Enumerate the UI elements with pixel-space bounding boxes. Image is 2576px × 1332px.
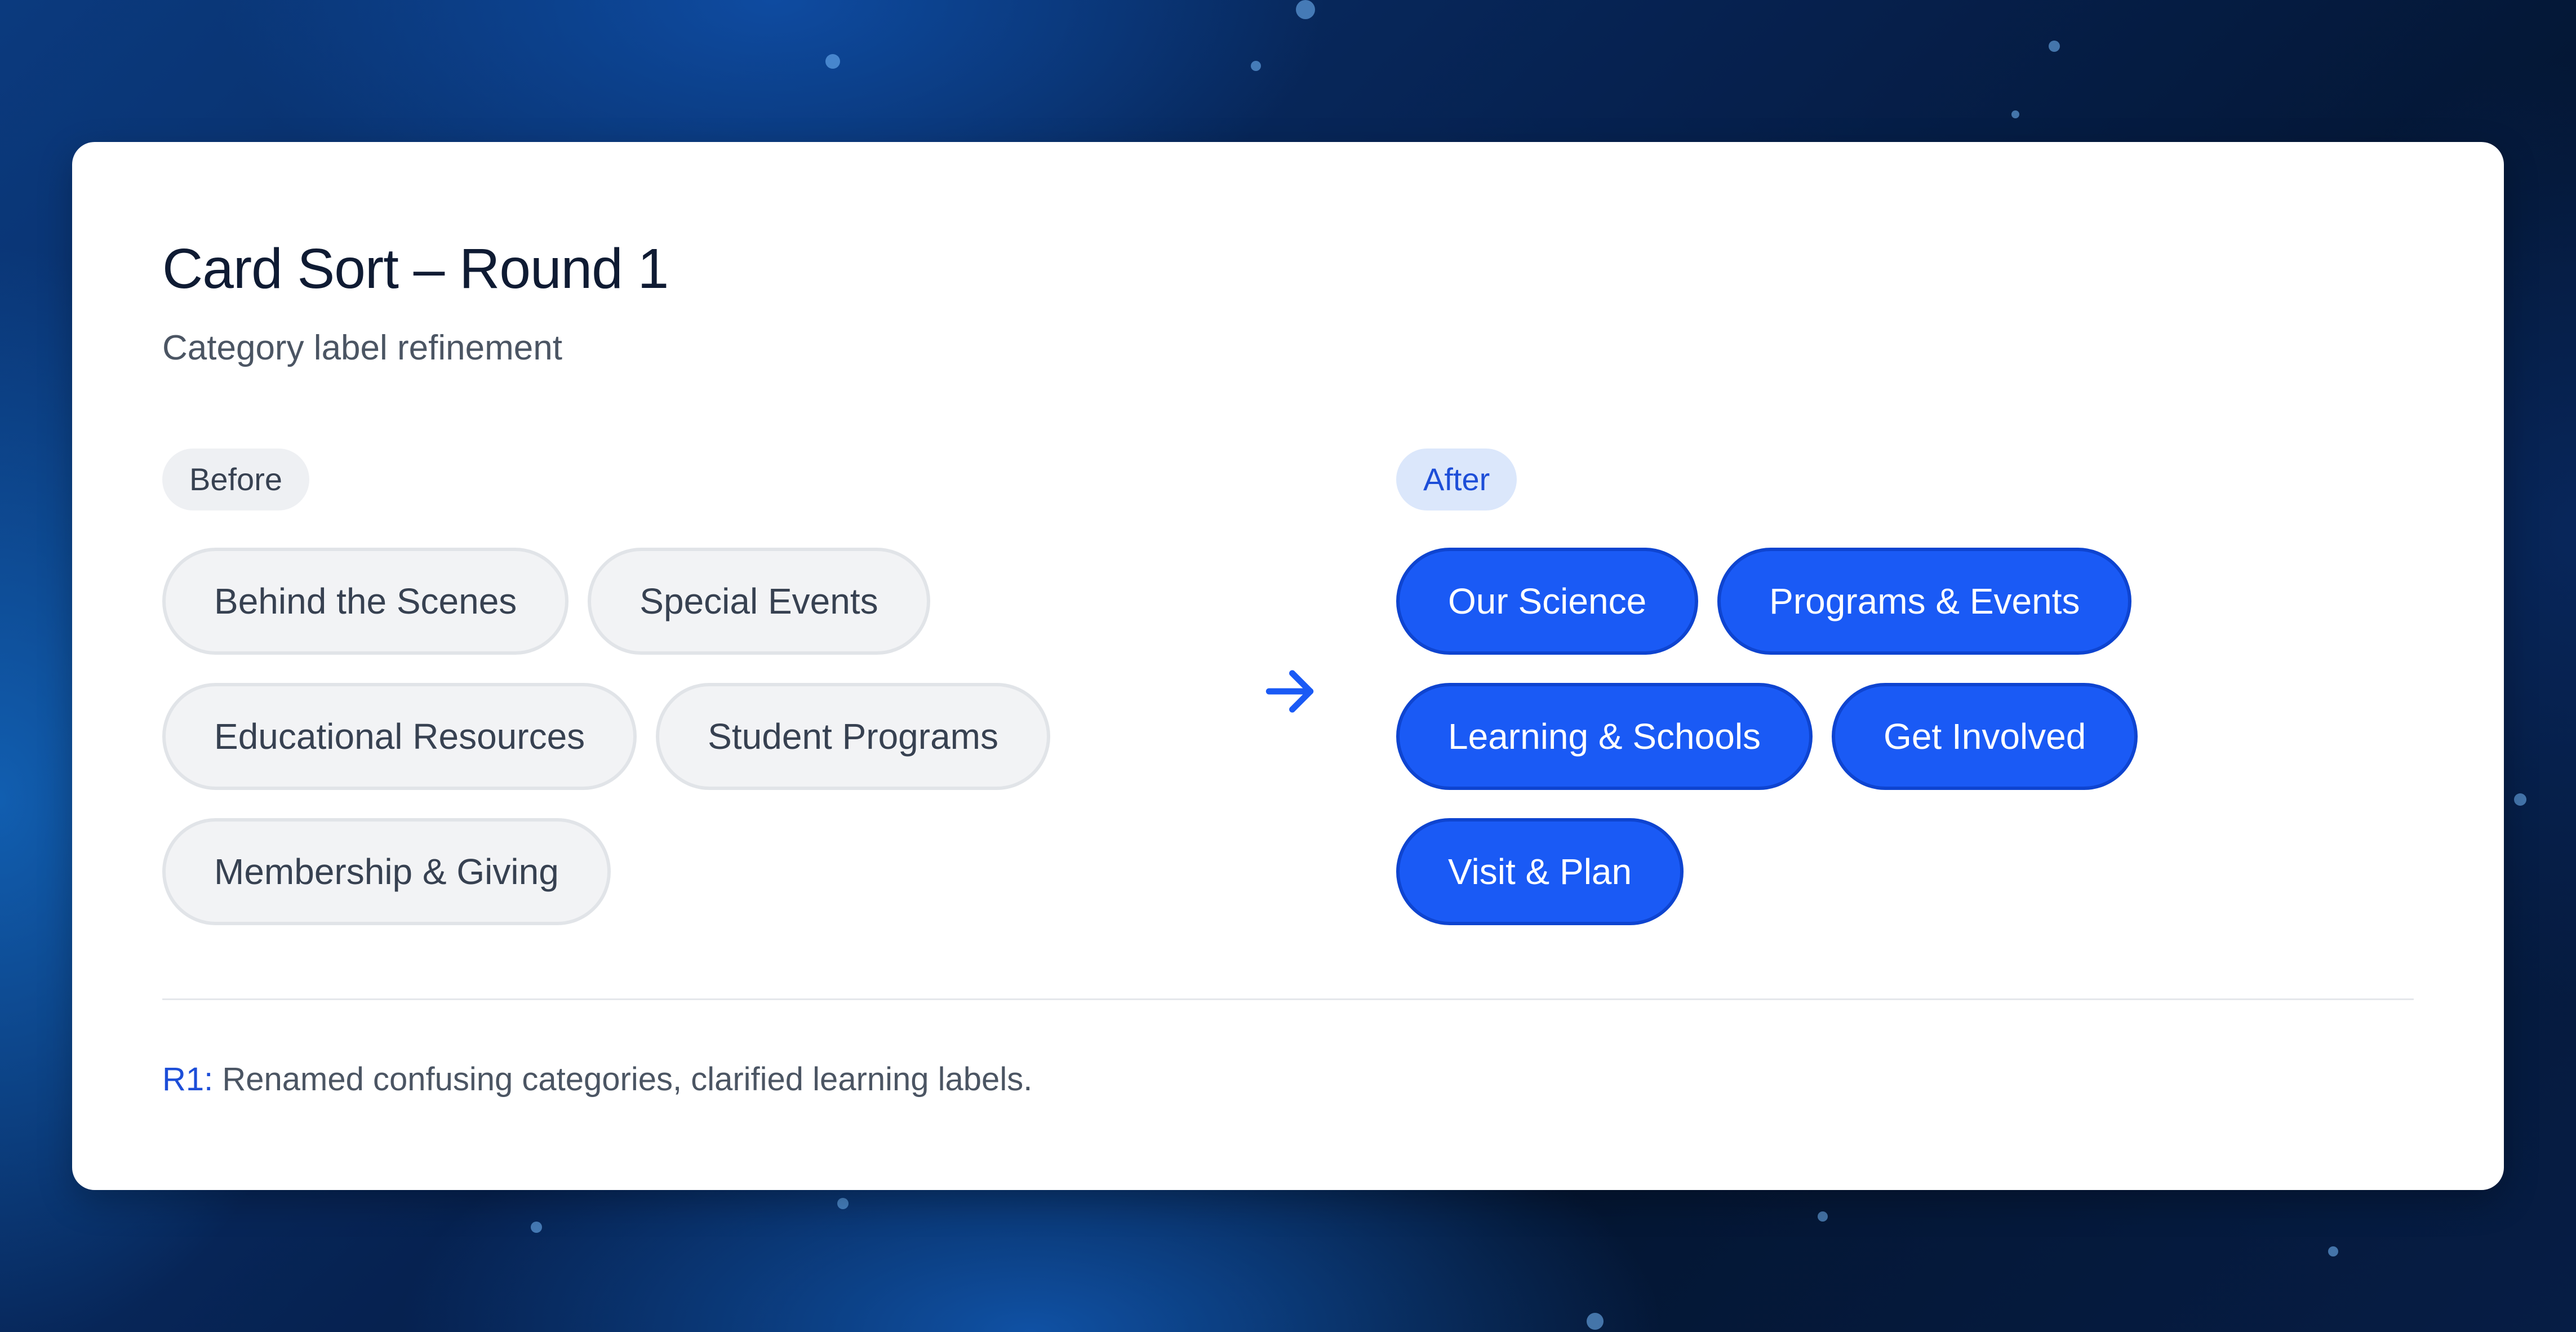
background-particle bbox=[837, 1198, 849, 1209]
after-category-pill[interactable]: Our Science bbox=[1396, 548, 1699, 655]
after-category-pill[interactable]: Get Involved bbox=[1832, 683, 2138, 790]
before-label-badge: Before bbox=[162, 449, 309, 510]
background-particle bbox=[2328, 1246, 2338, 1256]
section-divider bbox=[162, 998, 2414, 1000]
pill-row: Educational Resources Student Programs bbox=[162, 683, 1050, 790]
pill-row: Behind the Scenes Special Events bbox=[162, 548, 1050, 655]
background-particle bbox=[1296, 0, 1315, 19]
after-category-pill[interactable]: Programs & Events bbox=[1717, 548, 2132, 655]
background-particle bbox=[2049, 41, 2060, 52]
pill-row: Learning & Schools Get Involved bbox=[1396, 683, 2138, 790]
round-note-text: Renamed confusing categories, clarified … bbox=[213, 1061, 1033, 1098]
after-categories: Our Science Programs & Events Learning &… bbox=[1396, 548, 2138, 953]
round-tag: R1: bbox=[162, 1061, 214, 1098]
background-particle bbox=[1818, 1211, 1828, 1222]
after-label-badge: After bbox=[1396, 449, 1517, 510]
background-particle bbox=[1587, 1313, 1604, 1330]
background-particle bbox=[825, 54, 840, 69]
before-category-pill[interactable]: Special Events bbox=[588, 548, 930, 655]
before-category-pill[interactable]: Educational Resources bbox=[162, 683, 637, 790]
page-subtitle: Category label refinement bbox=[162, 328, 562, 367]
background-particle bbox=[531, 1222, 542, 1233]
before-category-pill[interactable]: Student Programs bbox=[656, 683, 1050, 790]
background-particle bbox=[2011, 110, 2019, 118]
round-note: R1: Renamed confusing categories, clarif… bbox=[162, 1060, 1032, 1098]
background-particle bbox=[2514, 793, 2526, 806]
after-category-pill[interactable]: Visit & Plan bbox=[1396, 818, 1684, 925]
arrow-right-icon bbox=[1265, 670, 1314, 713]
pill-row: Visit & Plan bbox=[1396, 818, 2138, 925]
before-category-pill[interactable]: Membership & Giving bbox=[162, 818, 611, 925]
pill-row: Membership & Giving bbox=[162, 818, 1050, 925]
page-title: Card Sort – Round 1 bbox=[162, 237, 669, 300]
before-categories: Behind the Scenes Special Events Educati… bbox=[162, 548, 1050, 953]
card-sort-panel: Card Sort – Round 1 Category label refin… bbox=[72, 142, 2504, 1190]
background-particle bbox=[1251, 61, 1261, 71]
after-category-pill[interactable]: Learning & Schools bbox=[1396, 683, 1813, 790]
before-category-pill[interactable]: Behind the Scenes bbox=[162, 548, 569, 655]
pill-row: Our Science Programs & Events bbox=[1396, 548, 2138, 655]
